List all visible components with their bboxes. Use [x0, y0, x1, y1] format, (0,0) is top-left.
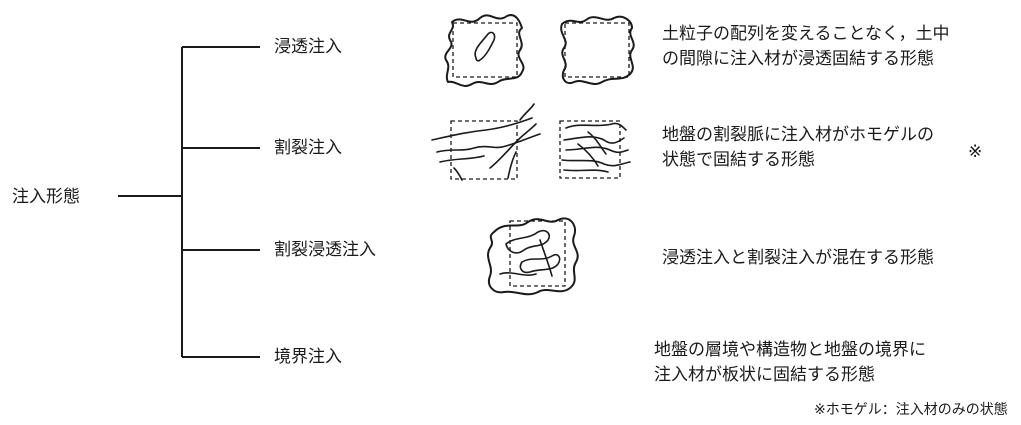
description-permeation-line-2: の間隙に注入材が浸透固結する形態: [662, 49, 934, 69]
description-fracture-permeation: 浸透注入と割裂注入が混在する形態: [662, 246, 934, 271]
description-permeation: 土粒子の配列を変えることなく，土中 の間隙に注入材が浸透固結する形態: [662, 22, 949, 72]
description-fracture: 地盤の割裂脈に注入材がホモゲルの 状態で固結する形態: [662, 123, 934, 173]
root-label: 注入形態: [12, 187, 80, 207]
fracture-figure-2: [559, 120, 631, 179]
footnote: ※ホモゲル：注入材のみの状態: [814, 402, 1008, 418]
description-permeation-line-1: 土粒子の配列を変えることなく，土中: [662, 24, 950, 44]
fracture-permeation-figure: [487, 217, 579, 296]
branch-label-fracture: 割裂注入: [274, 138, 342, 158]
permeation-figure-2: [560, 15, 635, 85]
branch-label-fracture-permeation: 割裂浸透注入: [274, 240, 376, 260]
branch-label-permeation: 浸透注入: [274, 37, 342, 57]
permeation-figure-1: [444, 14, 525, 87]
description-fracture-permeation-line-1: 浸透注入と割裂注入が混在する形態: [662, 248, 934, 268]
tree-connector: [118, 46, 260, 358]
description-fracture-line-1: 地盤の割裂脈に注入材がホモゲルの: [662, 125, 934, 145]
fracture-figure-1: [431, 103, 541, 181]
branch-label-boundary: 境界注入: [274, 347, 342, 367]
description-boundary-line-2: 注入材が板状に固結する形態: [654, 365, 875, 385]
description-boundary-line-1: 地盤の層境や構造物と地盤の境界に: [654, 340, 926, 360]
description-boundary: 地盤の層境や構造物と地盤の境界に 注入材が板状に固結する形態: [654, 338, 926, 388]
homogel-mark: ※: [968, 142, 983, 162]
description-fracture-line-2: 状態で固結する形態: [662, 150, 815, 170]
